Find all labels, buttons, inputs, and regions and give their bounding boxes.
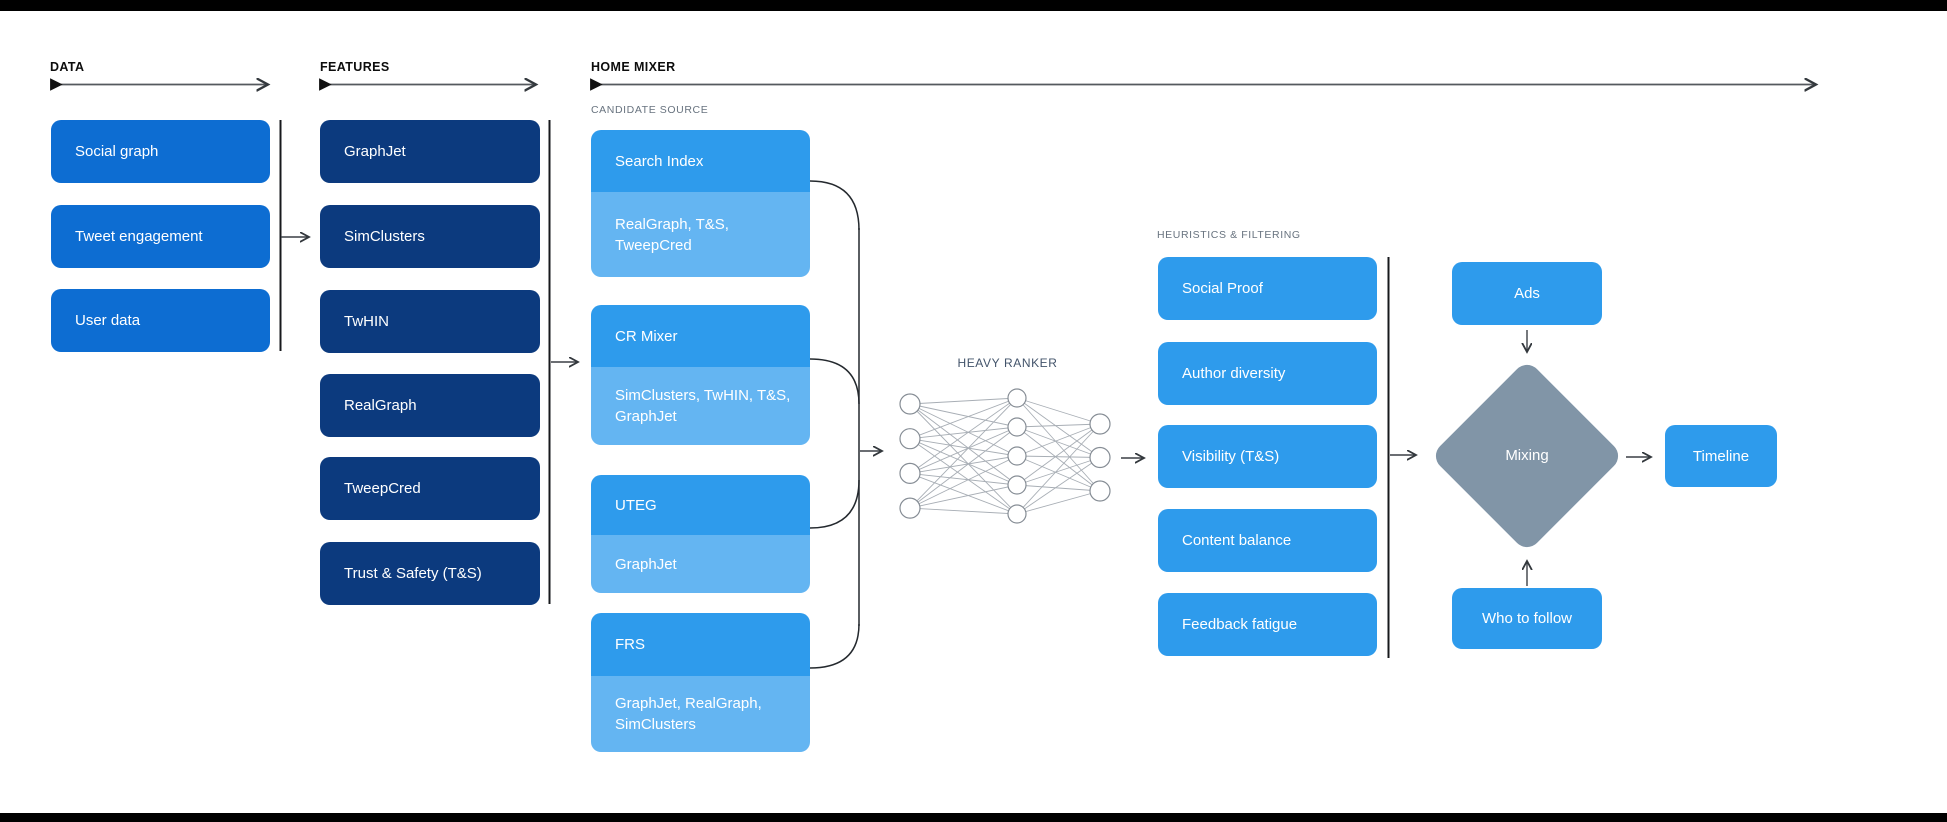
mixing-label: Mixing bbox=[1505, 447, 1549, 464]
box-tweepcred: TweepCred bbox=[320, 457, 540, 520]
network-node bbox=[899, 393, 921, 415]
heavy-ranker-label: HEAVY RANKER bbox=[957, 356, 1058, 370]
network-node bbox=[899, 497, 921, 519]
network-node bbox=[1089, 480, 1111, 502]
candidate-uteg-sources: GraphJet bbox=[591, 535, 810, 593]
box-timeline: Timeline bbox=[1665, 425, 1777, 487]
bottom-letterbox-bar bbox=[0, 813, 1947, 822]
box-social-graph: Social graph bbox=[51, 120, 270, 183]
candidate-cr-mixer-sources: SimClusters, TwHIN, T&S, GraphJet bbox=[591, 367, 810, 445]
box-trust-safety: Trust & Safety (T&S) bbox=[320, 542, 540, 605]
box-tweet-engagement: Tweet engagement bbox=[51, 205, 270, 268]
box-content-balance: Content balance bbox=[1158, 509, 1377, 572]
network-node bbox=[899, 462, 921, 484]
box-who-to-follow: Who to follow bbox=[1452, 588, 1602, 649]
network-node bbox=[1007, 388, 1027, 408]
box-twhin: TwHIN bbox=[320, 290, 540, 353]
network-node bbox=[1007, 475, 1027, 495]
candidate-search-index: Search Index RealGraph, T&S, TweepCred bbox=[591, 130, 810, 277]
box-visibility: Visibility (T&S) bbox=[1158, 425, 1377, 488]
section-header-features: FEATURES bbox=[320, 60, 390, 74]
section-header-data: DATA bbox=[50, 60, 85, 74]
box-social-proof: Social Proof bbox=[1158, 257, 1377, 320]
network-node bbox=[1007, 504, 1027, 524]
network-node bbox=[1089, 446, 1111, 469]
separator-lines bbox=[279, 120, 1390, 658]
candidate-search-index-name: Search Index bbox=[591, 130, 810, 192]
frs-connector bbox=[809, 623, 860, 669]
candidate-uteg: UTEG GraphJet bbox=[591, 475, 810, 593]
network-node bbox=[1007, 417, 1027, 437]
box-simclusters: SimClusters bbox=[320, 205, 540, 268]
box-ads: Ads bbox=[1452, 262, 1602, 325]
box-realgraph: RealGraph bbox=[320, 374, 540, 437]
search-index-connector bbox=[809, 180, 860, 231]
candidate-cr-mixer-name: CR Mixer bbox=[591, 305, 810, 367]
section-header-home-mixer: HOME MIXER bbox=[591, 60, 676, 74]
network-node bbox=[1089, 413, 1111, 435]
flow-arrows bbox=[281, 237, 1651, 586]
candidate-search-index-sources: RealGraph, T&S, TweepCred bbox=[591, 192, 810, 277]
sub-header-heuristics: HEURISTICS & FILTERING bbox=[1157, 229, 1301, 241]
mixing-diamond bbox=[1435, 364, 1619, 548]
sub-header-candidate-source: CANDIDATE SOURCE bbox=[591, 104, 709, 116]
network-node bbox=[1007, 446, 1027, 466]
cr-mixer-connector bbox=[809, 358, 860, 405]
network-node bbox=[899, 428, 921, 450]
box-author-diversity: Author diversity bbox=[1158, 342, 1377, 405]
candidate-frs-sources: GraphJet, RealGraph, SimClusters bbox=[591, 676, 810, 752]
candidate-frs-name: FRS bbox=[591, 613, 810, 676]
heavy-ranker-network bbox=[899, 388, 1111, 524]
uteg-connector bbox=[809, 479, 860, 529]
candidate-frs: FRS GraphJet, RealGraph, SimClusters bbox=[591, 613, 810, 752]
box-user-data: User data bbox=[51, 289, 270, 352]
candidate-uteg-name: UTEG bbox=[591, 475, 810, 535]
top-letterbox-bar bbox=[0, 0, 1947, 11]
candidate-cr-mixer: CR Mixer SimClusters, TwHIN, T&S, GraphJ… bbox=[591, 305, 810, 445]
candidate-collector-curves bbox=[809, 180, 860, 669]
box-feedback-fatigue: Feedback fatigue bbox=[1158, 593, 1377, 656]
box-graphjet: GraphJet bbox=[320, 120, 540, 183]
